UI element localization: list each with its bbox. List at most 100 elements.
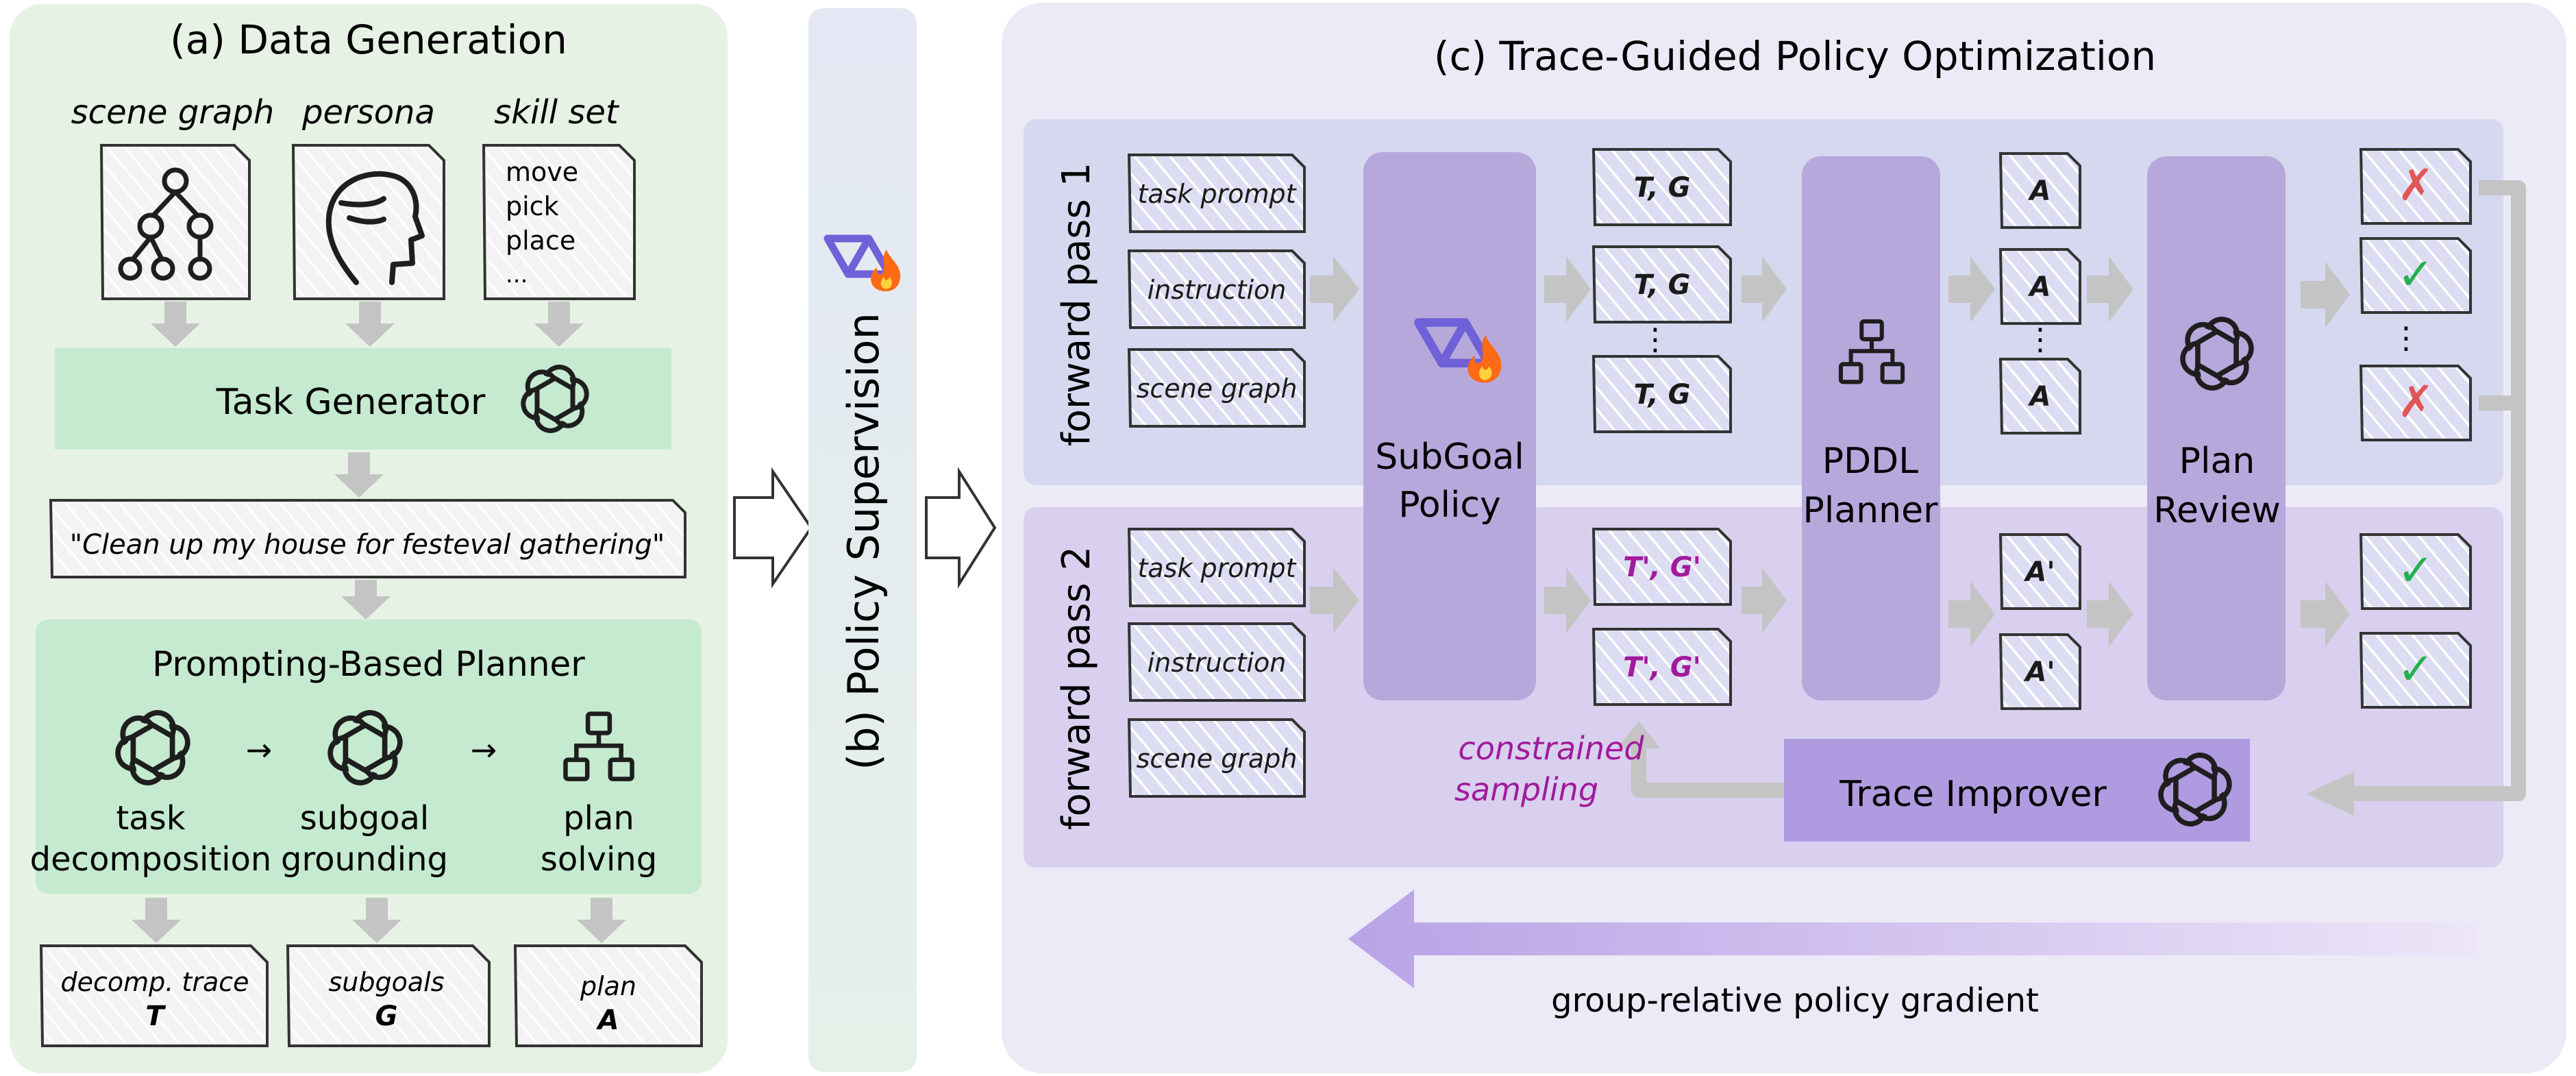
action-note-pass1: A	[1998, 358, 2081, 435]
feedback-arrowhead	[2306, 772, 2354, 816]
input-label-persona: persona	[301, 93, 435, 132]
plan-review-module	[2147, 156, 2286, 700]
subgoal-note-pass1-text: T, G	[1634, 269, 1691, 301]
check-icon: ✓	[2397, 644, 2434, 695]
scene-graph-icon	[118, 167, 214, 281]
action-note-pass1: A	[1998, 152, 2081, 229]
review-result-pass2: ✓	[2359, 533, 2472, 610]
panel-data-generation: (a) Data Generation scene graph persona …	[10, 4, 728, 1073]
ellipsis: ⋮	[2391, 321, 2421, 356]
svg-text:A: A	[596, 1005, 619, 1036]
action-note-pass1-text: A	[2028, 175, 2051, 207]
task-generator-label: Task Generator	[216, 382, 486, 423]
example-task-note	[49, 499, 686, 578]
panel-c-title: (c) Trace-Guided Policy Optimization	[1434, 33, 2156, 80]
input-note-pass2-text: instruction	[1148, 648, 1287, 678]
flow-arrow-b-to-c	[925, 467, 997, 589]
panel-policy-supervision: (b) Policy Supervision	[808, 8, 917, 1072]
output-plan-note: plan A	[513, 944, 703, 1047]
feedback-loop	[1631, 180, 2526, 801]
down-arrow-a3	[341, 580, 391, 620]
input-note-pass1-text: scene graph	[1137, 374, 1298, 404]
persona-card	[291, 144, 445, 300]
cross-icon: ✗	[2397, 377, 2434, 428]
skill-item: pick	[506, 191, 559, 221]
panel-a-title: (a) Data Generation	[170, 16, 567, 63]
output-subgoals-note: subgoals G	[286, 944, 491, 1047]
review-result-pass1: ✓	[2359, 237, 2472, 314]
pddl-planner-module	[1802, 156, 1940, 700]
input-note-pass2: instruction	[1127, 622, 1306, 702]
plan-review-label-2: Review	[2153, 490, 2281, 531]
skill-list-icon: move pick place ...	[506, 157, 578, 289]
subgoal-note-pass1: T, G	[1592, 355, 1732, 433]
review-result-pass1: ✗	[2359, 365, 2472, 441]
step-solving: solving	[541, 840, 657, 879]
pddl-planner-label-1: PDDL	[1822, 441, 1918, 482]
review-result-pass1: ✗	[2359, 148, 2472, 225]
step-decomposition: decomposition	[30, 840, 272, 879]
sampling-arrowhead	[1617, 721, 1661, 748]
action-note-pass1: A	[1998, 248, 2081, 325]
trace-note-cards: task prompt instruction scene graph task pr…	[1127, 148, 2472, 798]
subgoal-note-pass2: T', G'	[1592, 528, 1732, 606]
input-note-pass2-text: task prompt	[1137, 553, 1297, 583]
trace-improver-box	[1784, 739, 2250, 842]
input-note-pass2-text: scene graph	[1137, 744, 1298, 774]
down-arrows-a1	[151, 302, 584, 347]
action-note-pass2: A'	[1998, 533, 2081, 610]
forward-pass-1-label: forward pass 1	[1054, 162, 1099, 446]
input-note-pass2: scene graph	[1127, 718, 1306, 798]
subgoal-note-pass1: T, G	[1592, 148, 1732, 226]
task-generator-box	[55, 348, 671, 450]
svg-text:subgoals: subgoals	[328, 967, 444, 997]
action-note-pass2-text: A'	[2023, 657, 2055, 688]
action-note-pass2-text: A'	[2023, 557, 2055, 588]
input-label-scene-graph: scene graph	[71, 93, 275, 132]
input-note-pass1-text: instruction	[1148, 275, 1287, 305]
example-task-text: "Clean up my house for festeval gatherin…	[70, 529, 665, 561]
step-arrow: →	[246, 731, 273, 768]
subgoal-note-pass2-text: T', G'	[1623, 552, 1701, 583]
skill-set-card: move pick place ...	[482, 144, 636, 300]
svg-text:T: T	[145, 1001, 166, 1032]
flow-arrow-a-to-b	[733, 467, 813, 589]
skill-item: move	[506, 157, 578, 187]
prompting-planner-box	[36, 620, 702, 894]
subgoal-note-pass2: T', G'	[1592, 628, 1732, 706]
pddl-planner-label-2: Planner	[1803, 490, 1939, 531]
input-note-pass1: instruction	[1127, 249, 1306, 329]
panel-trace-guided-optimization: (c) Trace-Guided Policy Optimization for…	[1002, 3, 2566, 1073]
input-note-pass2: task prompt	[1127, 528, 1306, 607]
persona-head-icon	[325, 171, 425, 285]
plan-review-label-1: Plan	[2179, 441, 2255, 482]
constrained-sampling-label-1: constrained	[1458, 730, 1644, 767]
constrained-sampling-label-2: sampling	[1454, 771, 1598, 808]
output-trace-note: decomp. trace T	[39, 944, 269, 1047]
subgoal-policy-label-2: Policy	[1398, 485, 1501, 526]
check-icon: ✓	[2397, 249, 2434, 300]
gray-flow-arrows	[1310, 256, 2350, 647]
planner-title: Prompting-Based Planner	[152, 644, 585, 684]
step-subgoal: subgoal	[300, 799, 429, 837]
input-note-pass1: task prompt	[1127, 154, 1306, 233]
step-arrow: →	[471, 731, 497, 768]
policy-gradient-arrow	[1348, 890, 2476, 988]
action-note-pass1-text: A	[2028, 381, 2051, 413]
input-note-pass1-text: task prompt	[1137, 179, 1297, 209]
review-result-pass2: ✓	[2359, 632, 2472, 709]
action-note-pass2: A'	[1998, 633, 2081, 710]
action-note-pass1-text: A	[2028, 271, 2051, 303]
forward-pass-2-label: forward pass 2	[1054, 546, 1099, 830]
input-label-skill-set: skill set	[494, 93, 620, 132]
subgoal-note-pass1-text: T, G	[1634, 172, 1691, 204]
down-arrows-a4	[132, 898, 626, 943]
input-note-pass1: scene graph	[1127, 348, 1306, 428]
subgoal-policy-module	[1363, 152, 1536, 700]
scene-graph-card	[99, 144, 251, 300]
svg-text:decomp. trace: decomp. trace	[60, 967, 249, 997]
subgoal-note-pass2-text: T', G'	[1623, 652, 1701, 683]
skill-item: place	[506, 225, 575, 256]
trace-improver-label: Trace Improver	[1839, 774, 2107, 815]
